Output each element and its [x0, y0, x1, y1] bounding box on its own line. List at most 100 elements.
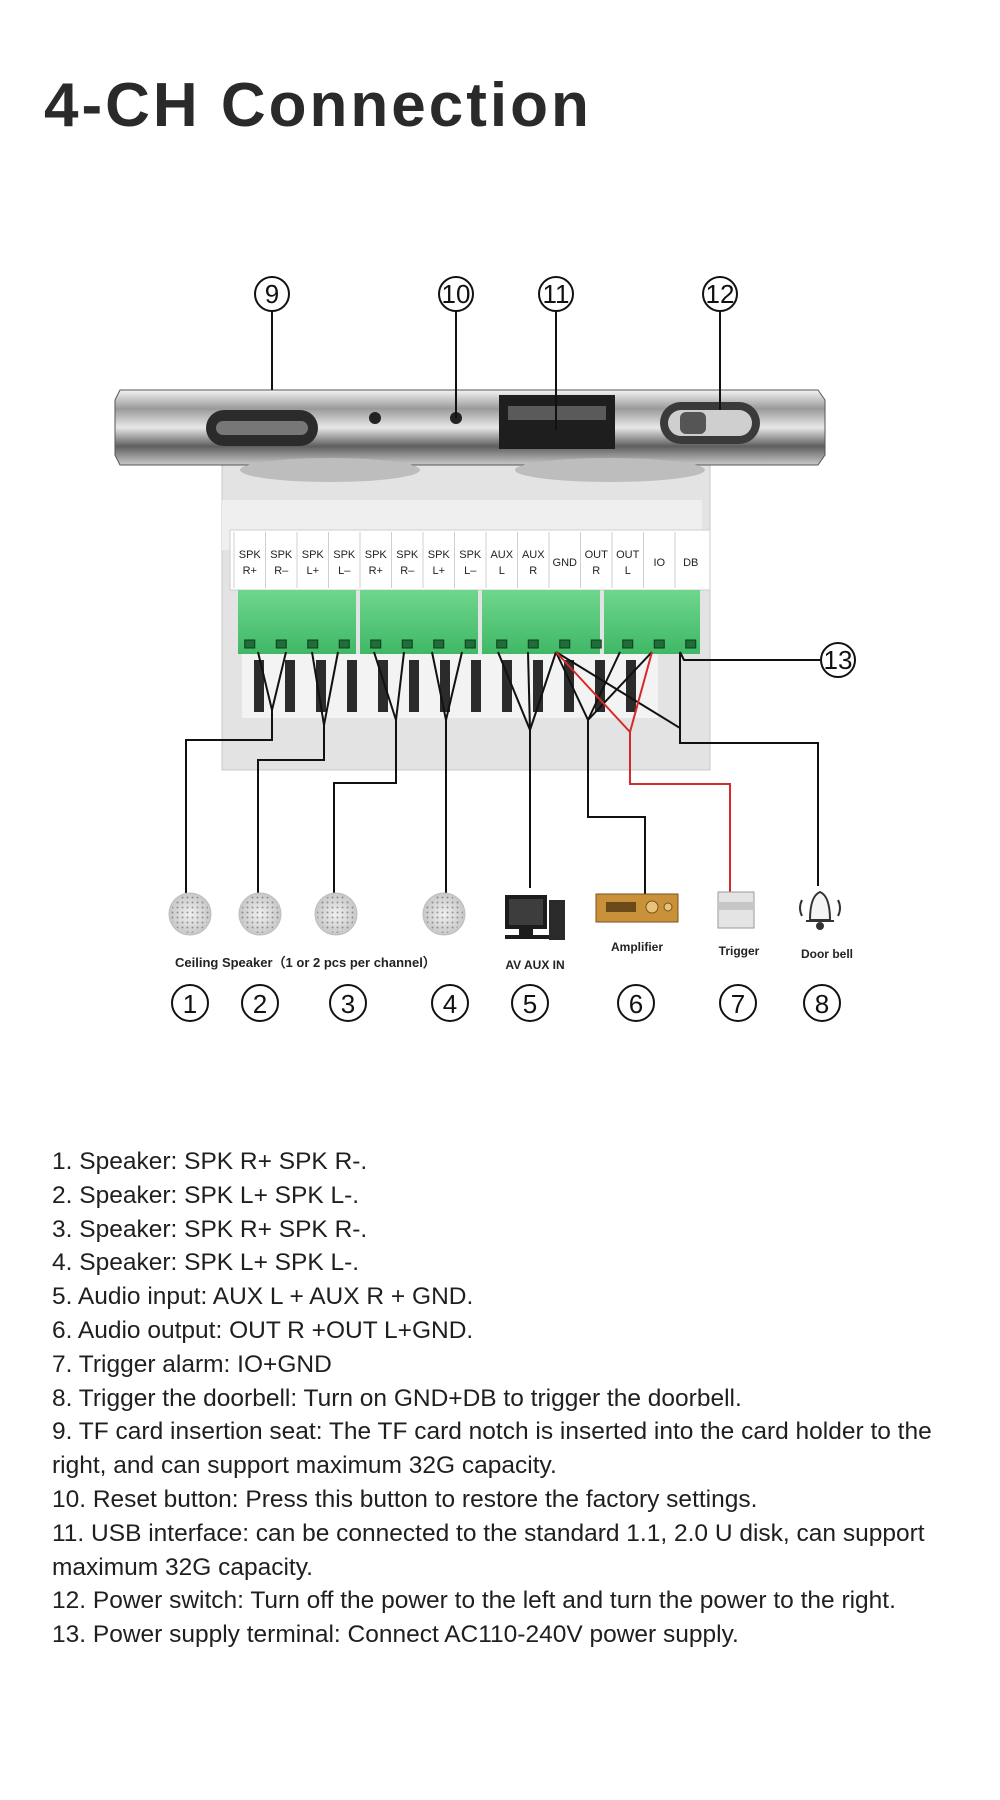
description-item: 12. Power switch: Turn off the power to …: [52, 1587, 896, 1615]
svg-text:10: 10: [442, 279, 471, 309]
callout-13: 13: [820, 642, 856, 678]
svg-text:L: L: [499, 565, 505, 577]
svg-text:R+: R+: [243, 565, 257, 577]
description-item: 11. USB interface: can be connected to t…: [52, 1519, 925, 1581]
amplifier-label: Amplifier: [611, 940, 663, 954]
device-number-5: 5: [511, 984, 549, 1022]
svg-text:L: L: [625, 565, 631, 577]
terminal-screw: [685, 639, 697, 649]
svg-text:OUT: OUT: [616, 549, 640, 561]
svg-text:SPK: SPK: [459, 549, 482, 561]
terminal-label: IO: [653, 557, 665, 569]
terminal-screw: [653, 639, 665, 649]
terminal-label: OUT L: [616, 549, 640, 577]
svg-text:SPK: SPK: [239, 549, 262, 561]
svg-text:R: R: [592, 565, 600, 577]
terminal-label: SPK R–: [270, 549, 293, 577]
description-item: 1. Speaker: SPK R+ SPK R-.: [52, 1148, 368, 1175]
description-item: 6. Audio output: OUT R +OUT L+GND.: [52, 1316, 474, 1344]
description-list: 1. Speaker: SPK R+ SPK R-. 2. Speaker: SP…: [52, 1145, 972, 1652]
svg-text:R–: R–: [400, 565, 415, 577]
description-item: 7. Trigger alarm: IO+GND: [52, 1350, 332, 1378]
device-number-3: 3: [329, 984, 367, 1022]
svg-text:SPK: SPK: [270, 549, 293, 561]
svg-text:IO: IO: [653, 557, 665, 569]
device-number-4: 4: [431, 984, 469, 1022]
svg-text:L–: L–: [338, 565, 351, 577]
svg-text:R+: R+: [369, 565, 383, 577]
description-item: 8. Trigger the doorbell: Turn on GND+DB …: [52, 1384, 742, 1412]
ceiling-speaker-icon: [168, 892, 212, 936]
ceiling-speaker-icon: [422, 892, 466, 936]
terminal-screw: [275, 639, 287, 649]
callout-11: 11: [538, 276, 574, 430]
svg-text:OUT: OUT: [585, 549, 609, 561]
terminal-screw: [590, 639, 602, 649]
svg-text:L+: L+: [306, 565, 319, 577]
speaker-caption: Ceiling Speaker（1 or 2 pcs per channel）: [175, 955, 436, 970]
callout-9: 9: [254, 276, 290, 390]
svg-text:4: 4: [443, 989, 457, 1019]
doorbell-label: Door bell: [801, 947, 853, 961]
svg-text:R–: R–: [274, 565, 289, 577]
terminal-screw: [338, 639, 350, 649]
svg-text:12: 12: [706, 279, 735, 309]
svg-text:1: 1: [183, 989, 197, 1019]
svg-text:L–: L–: [464, 565, 477, 577]
svg-text:13: 13: [824, 645, 853, 675]
terminal-screw: [370, 639, 382, 649]
svg-text:R: R: [529, 565, 537, 577]
description-item: 5. Audio input: AUX L + AUX R + GND.: [52, 1283, 474, 1311]
trigger-label: Trigger: [719, 944, 760, 958]
wiring: [185, 651, 820, 894]
terminal-label: DB: [683, 557, 698, 569]
svg-text:DB: DB: [683, 557, 698, 569]
amplifier-icon: [595, 893, 679, 923]
trigger-wiring: [555, 651, 731, 892]
terminal-screw: [527, 639, 539, 649]
svg-text:9: 9: [265, 279, 279, 309]
svg-text:7: 7: [731, 989, 745, 1019]
terminal-screw: [464, 639, 476, 649]
terminal-screw: [622, 639, 634, 649]
svg-text:L+: L+: [432, 565, 445, 577]
terminal-label: SPK L–: [333, 549, 356, 577]
terminal-label: SPK L–: [459, 549, 482, 577]
terminal-blocks: [238, 590, 700, 654]
svg-text:SPK: SPK: [333, 549, 356, 561]
ceiling-speaker-icon: [314, 892, 358, 936]
trigger-icon: [717, 891, 755, 929]
description-item: 3. Speaker: SPK R+ SPK R-.: [52, 1215, 368, 1243]
device-number-6: 6: [617, 984, 655, 1022]
description-item: 10. Reset button: Press this button to r…: [52, 1485, 758, 1513]
power-switch: [660, 402, 760, 444]
terminal-label: SPK R+: [239, 549, 262, 577]
terminal-screw: [244, 639, 256, 649]
device-number-1: 1: [171, 984, 209, 1022]
terminal-label: AUX L: [490, 549, 513, 577]
terminal-label: GND: [553, 557, 578, 569]
connection-diagram: SPKR+SPKR–SPKL+SPKL–SPKR+SPKR–SPKL+SPKL–…: [114, 276, 856, 1022]
terminal-screw: [496, 639, 508, 649]
terminal-label: SPK R+: [365, 549, 388, 577]
svg-text:SPK: SPK: [365, 549, 388, 561]
description-item: 4. Speaker: SPK L+ SPK L-.: [52, 1249, 360, 1277]
svg-text:11: 11: [543, 279, 570, 309]
svg-text:GND: GND: [553, 557, 578, 569]
description-item: 2. Speaker: SPK L+ SPK L-.: [52, 1181, 360, 1209]
device-number-2: 2: [241, 984, 279, 1022]
device-number-8: 8: [803, 984, 841, 1022]
computer-icon: [505, 895, 565, 940]
ceiling-speaker-icon: [238, 892, 282, 936]
svg-text:6: 6: [629, 989, 643, 1019]
terminal-label: AUX R: [522, 549, 545, 577]
page-title: 4-CH Connection: [44, 71, 592, 140]
tf-card-slot: [206, 410, 318, 446]
svg-text:AUX: AUX: [490, 549, 513, 561]
description-item: 13. Power supply terminal: Connect AC110…: [52, 1621, 739, 1649]
terminal-screw: [433, 639, 445, 649]
svg-text:AUX: AUX: [522, 549, 545, 561]
